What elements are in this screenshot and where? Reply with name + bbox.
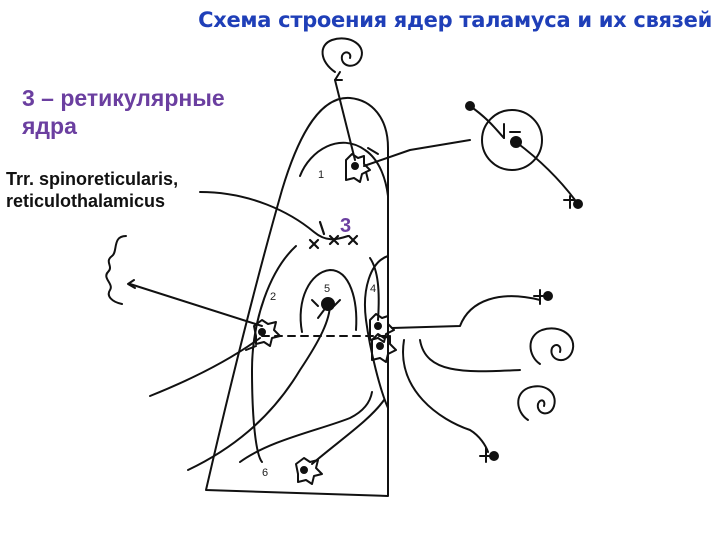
reticular-marks xyxy=(308,220,359,250)
nucleus-center-contour xyxy=(299,269,358,333)
neuron-2 xyxy=(127,279,281,397)
label-5: 5 xyxy=(324,283,330,295)
tract-caption: Trr. spinoreticularis, reticulothalamicu… xyxy=(6,168,266,212)
label-4: 4 xyxy=(370,283,376,295)
fiber-right-3 xyxy=(402,339,489,453)
fiber-right-2 xyxy=(419,339,521,373)
diagram-title: Схема строения ядер таламуса и их связей xyxy=(198,8,712,32)
spiral-icon-right-1 xyxy=(529,327,575,365)
thalamus-outline xyxy=(205,96,389,497)
caption-line-1: 3 – ретикулярные xyxy=(22,85,225,111)
neuron-4a xyxy=(369,313,395,343)
fiber-right-1 xyxy=(391,295,541,329)
neuron-right-top xyxy=(465,101,583,209)
terminal-right-3 xyxy=(489,451,499,461)
neuron-5 xyxy=(311,297,341,319)
ascending-fiber xyxy=(187,303,331,471)
label-6: 6 xyxy=(262,467,268,479)
synapse-right-3 xyxy=(479,447,491,463)
label-2: 2 xyxy=(270,291,276,303)
reticular-nuclei-caption: 3 – ретикулярные ядра xyxy=(22,84,322,140)
synapse-right-1 xyxy=(533,289,545,305)
nucleus-2-contour xyxy=(251,245,297,463)
spiral-icon-top xyxy=(321,37,363,73)
spiral-icon-right-2 xyxy=(517,385,556,421)
caption-line-2: ядра xyxy=(22,113,77,139)
nucleus-1-contour xyxy=(299,141,389,197)
neuron-4b xyxy=(371,333,397,363)
neuron-1 xyxy=(334,71,471,183)
terminal-right-1 xyxy=(543,291,553,301)
tract-line-1: Trr. spinoreticularis, xyxy=(6,169,179,189)
label-1: 1 xyxy=(318,169,324,181)
brace xyxy=(105,235,127,305)
label-3: 3 xyxy=(340,215,351,237)
nucleus-6-contour xyxy=(239,391,373,463)
tract-line-2: reticulothalamicus xyxy=(6,191,166,211)
connection-4 xyxy=(369,257,380,321)
neuron-6 xyxy=(295,399,385,485)
